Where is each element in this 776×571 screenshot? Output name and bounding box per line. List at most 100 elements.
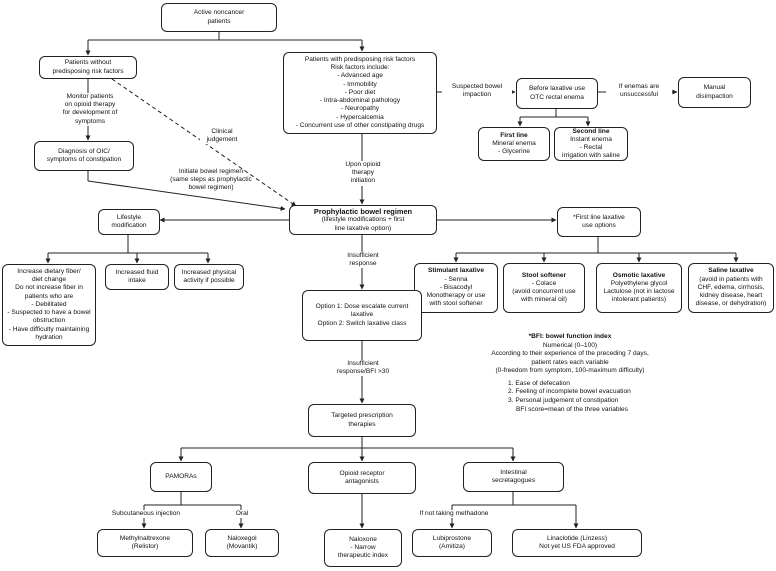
- box-text: Mineral enema: [492, 139, 536, 147]
- box-text: symptoms of constipation: [46, 156, 122, 163]
- box-title: Osmotic laxative: [612, 271, 666, 279]
- box-text: - Narrow: [350, 543, 376, 551]
- bfi-note-title: *BFI: bowel function index: [528, 333, 612, 340]
- risk-factor-item: - Neuropathy: [340, 105, 380, 113]
- clinical-judgement-label: Clinical judgement: [200, 128, 244, 145]
- enemas-unsuccessful-label: If enemas are unsuccessful: [606, 83, 672, 100]
- label-text: Initiate bowel regimen: [178, 168, 244, 175]
- label-text: therapy: [352, 169, 374, 177]
- box-text: with mineral oil): [521, 296, 567, 304]
- box-text: Active noncancer: [193, 9, 245, 17]
- box-text: modification: [111, 222, 147, 229]
- second-line-enema-box: Second line Instant enema - Rectal irrig…: [554, 127, 628, 161]
- label-text: Oral: [235, 510, 249, 517]
- bfi-note-line: (0-freedom from symptom, 100-maximum dif…: [495, 367, 645, 375]
- upon-opioid-therapy-label: Upon opioid therapy initiation: [334, 161, 392, 186]
- box-text: Lubiprostone: [432, 534, 472, 542]
- bfi-note-item: 3. Personal judgement of constipation: [508, 396, 619, 404]
- risk-factor-item: - Concurrent use of other constipating d…: [295, 121, 425, 129]
- box-text: Not yet US FDA approved: [539, 543, 615, 550]
- label-text: Upon opioid: [345, 161, 381, 168]
- stool-softener-box: Stool softener - Colace (avoid concurren…: [503, 263, 585, 313]
- box-text: (Relistor): [131, 543, 159, 550]
- box-text: Manual: [703, 84, 726, 92]
- box-text: intake: [128, 277, 146, 284]
- opioid-receptor-antagonists-box: Opioid receptor antagonists: [308, 462, 416, 494]
- targeted-prescription-therapies-box: Targeted prescription therapies: [308, 404, 416, 437]
- box-text: with stool softener: [429, 300, 483, 308]
- risk-factor-item: - Poor diet: [344, 88, 376, 96]
- box-text: laxative: [350, 311, 374, 319]
- patients-with-risk-factors-box: Patients with predisposing risk factors …: [283, 52, 437, 134]
- label-text: response: [349, 260, 377, 268]
- lifestyle-modification-box: Lifestyle modification: [98, 209, 160, 235]
- box-text: Monotherapy or use: [426, 292, 486, 300]
- box-text: - Bisacodyl: [439, 283, 473, 291]
- manual-disimpaction-box: Manual disimpaction: [678, 77, 751, 108]
- box-title: Prophylactic bowel regimen: [313, 207, 413, 217]
- box-text: patients who are: [24, 292, 74, 300]
- label-text: impaction: [462, 91, 492, 99]
- label-text: Insufficient: [347, 360, 379, 367]
- label-text: initiation: [350, 177, 376, 185]
- box-text: (lifestyle modifications + first: [321, 216, 405, 224]
- box-text: CHF, edema, cirrhosis,: [697, 283, 765, 291]
- label-text: response/BFI >30: [336, 368, 390, 376]
- label-text: Suspected bowel: [451, 83, 503, 90]
- bfi-note-list: 1. Ease of defecation 2. Feeling of inco…: [452, 380, 688, 414]
- box-title: Saline laxative: [708, 267, 754, 275]
- box-text: Option 1: Dose escalate current: [315, 303, 409, 311]
- subcutaneous-injection-label: Subcutaneous injection: [106, 510, 186, 519]
- before-laxative-use-box: Before laxative use OTC rectal enema: [516, 78, 598, 109]
- bfi-note-line: patient rates each variable: [531, 358, 609, 366]
- suspected-bowel-impaction-label: Suspected bowel impaction: [442, 83, 512, 100]
- label-text: symptoms: [74, 117, 106, 125]
- box-text: Option 2: Switch laxative class: [317, 319, 407, 327]
- box-text: *First line laxative: [573, 213, 625, 221]
- box-text: (avoid in patients with: [699, 275, 763, 283]
- box-text: Patients without: [64, 59, 112, 67]
- diagnosis-oic-box: Diagnosis of OIC/ symptoms of constipati…: [34, 141, 134, 171]
- box-text: Lactulose (not in lactose: [603, 288, 675, 295]
- lubiprostone-box: Lubiprostone (Amitiza): [412, 529, 492, 557]
- box-title: Second line: [572, 127, 610, 135]
- box-text: Patients with predisposing risk factors: [304, 55, 416, 63]
- box-text: activity if possible: [183, 277, 235, 284]
- box-text: Risk factors include:: [330, 64, 390, 72]
- box-text: Polyethylene glycol: [610, 279, 668, 287]
- increased-physical-activity-box: Increased physical activity if possible: [174, 264, 244, 290]
- box-title: Stimulant laxative: [427, 267, 485, 275]
- box-text: Naloxone: [349, 535, 377, 543]
- label-text: Subcutaneous injection: [111, 510, 181, 517]
- box-text: Increased fluid: [115, 268, 159, 276]
- box-text: - Senna: [444, 275, 468, 283]
- monitor-patients-label: Monitor patients on opioid therapy for d…: [52, 93, 128, 126]
- naloxone-box: Naloxone - Narrow therapeutic index: [324, 529, 402, 567]
- methylnaltrexone-box: Methylnaltrexone (Relistor): [97, 529, 193, 557]
- box-text: PAMORAs: [165, 472, 197, 480]
- label-text: (same steps as prophylactic: [170, 176, 252, 184]
- risk-factor-item: - Intra-abdominal pathology: [319, 97, 401, 105]
- bfi-note-line: According to their experience of the pre…: [491, 350, 649, 358]
- risk-factor-item: - Advanced age: [337, 72, 383, 80]
- label-text: If enemas are: [618, 83, 660, 90]
- box-text: line laxative option): [334, 224, 392, 232]
- box-text: therapies: [348, 420, 376, 428]
- box-text: Instant enema: [570, 135, 612, 143]
- pamoras-box: PAMORAs: [150, 462, 212, 492]
- box-text: (avoid concurrent use: [512, 288, 576, 295]
- label-text: If not taking methadone: [419, 510, 489, 517]
- box-text: Naloxegol: [227, 534, 257, 542]
- box-text: secretagogues: [491, 477, 536, 484]
- box-text: - Suspected to have a bowel: [7, 309, 91, 317]
- box-text: - Rectal: [579, 144, 603, 151]
- not-taking-methadone-label: If not taking methadone: [414, 510, 494, 519]
- first-line-enema-box: First line Mineral enema - Glycerine: [478, 127, 550, 161]
- label-text: for development of: [62, 109, 118, 117]
- box-text: Intestinal: [500, 468, 527, 476]
- box-text: Increased physical: [181, 268, 237, 276]
- box-text: predisposing risk factors: [52, 67, 124, 75]
- box-title: First line: [500, 131, 528, 139]
- box-text: hydration: [35, 333, 63, 341]
- osmotic-laxative-box: Osmotic laxative Polyethylene glycol Lac…: [596, 263, 682, 313]
